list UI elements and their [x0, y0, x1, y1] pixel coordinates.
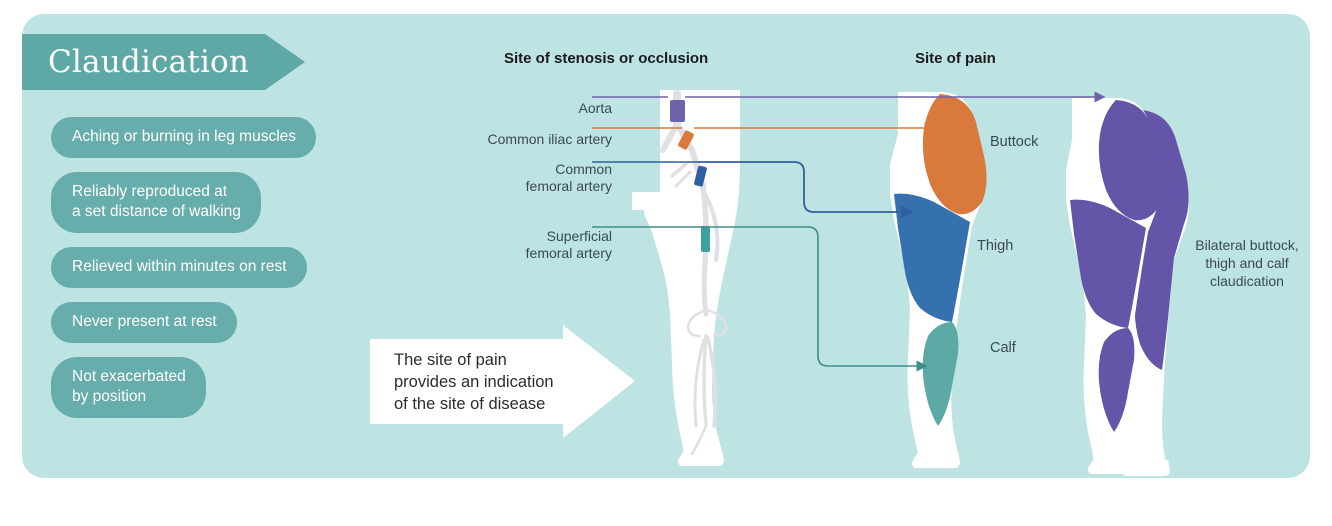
- aorta-lesion-marker: [670, 100, 685, 122]
- region-label-buttock: Buttock: [990, 134, 1039, 150]
- calf-pain-region: [922, 322, 959, 426]
- callout-text: The site of pain provides an indication …: [394, 350, 554, 413]
- pedal-arch-vessel: [690, 424, 708, 456]
- artery-label-common-femoral: Common femoral artery: [525, 161, 612, 194]
- title-banner: Claudication: [22, 34, 305, 90]
- popliteal-vessel: [701, 261, 709, 317]
- profunda-branch: [670, 162, 688, 178]
- bilateral-caption: Bilateral buttock, thigh and calf claudi…: [1195, 237, 1299, 289]
- tibial-anterior-vessel: [702, 334, 708, 426]
- buttock-pain-region: [922, 94, 987, 215]
- pain-leg-illustration: [890, 92, 987, 468]
- column-header-stenosis: Site of stenosis or occlusion: [504, 50, 709, 67]
- list-item: Never present at rest: [51, 302, 237, 343]
- pain-leg-foot: [912, 452, 960, 468]
- region-label-thigh: Thigh: [977, 238, 1014, 254]
- artery-label-superficial-femoral: Superficial femoral artery: [525, 228, 612, 261]
- bilateral-front-buttock-purple: [1098, 100, 1163, 221]
- column-header-pain: Site of pain: [915, 50, 996, 67]
- superficial-femoral-lesion-marker: [701, 226, 710, 252]
- artery-label-common-iliac: Common iliac artery: [487, 131, 612, 147]
- bilateral-legs-illustration: [1066, 98, 1189, 476]
- symptom-list: Aching or burning in leg muscles Reliabl…: [51, 117, 381, 432]
- artery-label-aorta: Aorta: [578, 100, 612, 116]
- region-label-calf: Calf: [990, 340, 1016, 356]
- callout-arrow: The site of pain provides an indication …: [370, 325, 635, 438]
- list-item: Reliably reproduced at a set distance of…: [51, 172, 261, 233]
- bilateral-front-calf-purple: [1098, 328, 1135, 432]
- bilateral-front-thigh-purple: [1070, 199, 1146, 328]
- page-title: Claudication: [48, 44, 250, 80]
- list-item: Not exacerbated by position: [51, 357, 206, 418]
- geniculate-loop-left: [686, 308, 708, 338]
- list-item: Aching or burning in leg muscles: [51, 117, 317, 158]
- title-banner-shape: [22, 34, 305, 90]
- list-item: Relieved within minutes on rest: [51, 247, 307, 288]
- stenosis-leg-illustration: [632, 90, 740, 466]
- bilateral-front-leg-foot: [1088, 458, 1136, 474]
- claudication-panel: Claudication Aching or burning in leg mu…: [22, 14, 1310, 478]
- stenosis-foot: [678, 450, 724, 466]
- iliac-lesion-marker: [678, 130, 694, 150]
- profunda-branch-2: [674, 170, 692, 188]
